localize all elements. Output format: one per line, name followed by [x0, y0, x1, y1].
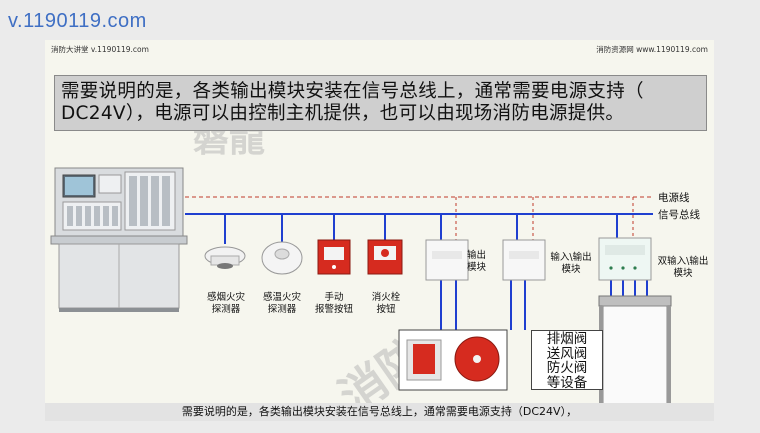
manual-call-point-label: 手动报警按钮 — [314, 292, 353, 315]
dual-io-module-label: 双输入\输出模块 — [657, 256, 709, 279]
output-module-icon — [425, 239, 469, 281]
output-module-label: 输出模块 — [467, 250, 487, 273]
manual-call-point-icon — [317, 239, 351, 275]
site-brand: v.1190119.com — [8, 10, 147, 32]
smoke-detector-icon — [204, 246, 246, 269]
equipment-list-box: 排烟阀 送风阀 防火阀 等设备 — [531, 330, 603, 390]
callout-line-1: 需要说明的是，各类输出模块安装在信号总线上，通常需要电源支持（ — [61, 81, 644, 102]
video-slide: 消防大讲堂 v.1190119.com 消防资源网 www.1190119.co… — [45, 40, 714, 418]
fire-shutter-door — [598, 295, 672, 407]
slide-header-right: 消防资源网 www.1190119.com — [596, 45, 708, 54]
callout-line-2: DC24V），电源可以由控制主机提供，也可以由现场消防电源提供。 — [61, 103, 625, 124]
power-line-label: 电源线 — [658, 192, 690, 204]
io-module-icon — [502, 239, 546, 281]
video-subtitle: 需要说明的是，各类输出模块安装在信号总线上，通常需要电源支持（DC24V）， — [45, 403, 714, 421]
hydrant-button-label: 消火栓按钮 — [371, 292, 401, 315]
heat-detector-icon — [261, 241, 303, 275]
signal-bus-label: 信号总线 — [658, 209, 700, 221]
io-module-label: 输入\输出模块 — [550, 252, 592, 275]
alarm-devices-box — [398, 329, 508, 391]
slide-header-left: 消防大讲堂 v.1190119.com — [51, 45, 149, 54]
smoke-detector-label: 感烟火灾探测器 — [206, 292, 245, 315]
wiring-diagram — [50, 167, 672, 407]
explanation-callout: 需要说明的是，各类输出模块安装在信号总线上，通常需要电源支持（ DC24V），电… — [54, 75, 707, 131]
dual-io-module-icon — [598, 237, 652, 281]
heat-detector-label: 感温火灾探测器 — [262, 292, 301, 315]
hydrant-button-icon — [367, 239, 403, 275]
fire-alarm-control-panel — [50, 167, 188, 312]
